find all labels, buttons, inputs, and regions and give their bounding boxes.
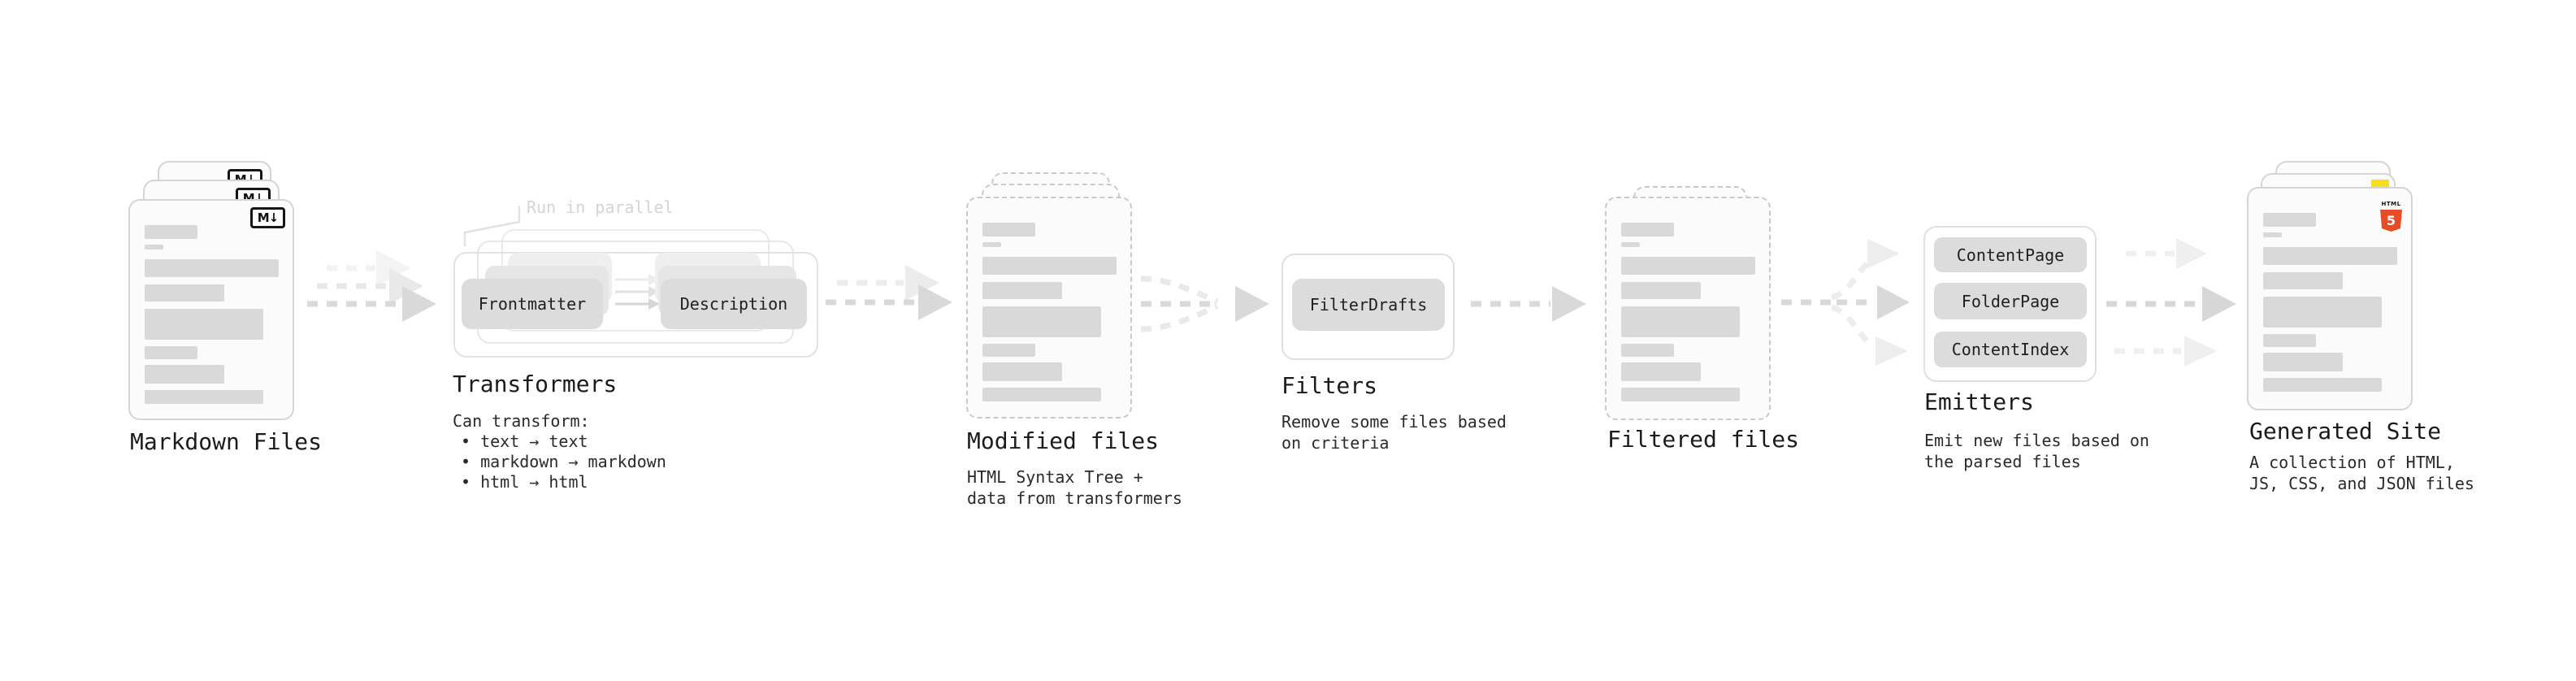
stage-label-markdown-files: Markdown Files bbox=[130, 428, 323, 455]
contentindex-button: ContentIndex bbox=[1934, 332, 2087, 367]
generated-html-file-card: HTML 5 bbox=[2247, 187, 2413, 410]
contentpage-button: ContentPage bbox=[1934, 237, 2087, 272]
skeleton-bar bbox=[1621, 257, 1755, 275]
filterdrafts-button: FilterDrafts bbox=[1292, 279, 1445, 331]
skeleton-bar bbox=[982, 242, 1001, 247]
arrow-filters-to-filtered bbox=[1471, 286, 1586, 322]
caption-bullet: html → html bbox=[453, 472, 666, 492]
skeleton-bar bbox=[145, 245, 163, 249]
skeleton-bar bbox=[2263, 247, 2397, 265]
modified-files-caption: HTML Syntax Tree + data from transformer… bbox=[967, 467, 1182, 508]
filters-caption: Remove some files based on criteria bbox=[1281, 412, 1507, 453]
filtered-file-card-front bbox=[1605, 197, 1771, 420]
stage-label-emitters: Emitters bbox=[1924, 388, 2034, 415]
skeleton-bar bbox=[1621, 388, 1740, 401]
skeleton-bar bbox=[1621, 223, 1674, 236]
arrow-modified-to-filters bbox=[1140, 275, 1269, 332]
skeleton-bar bbox=[145, 346, 197, 359]
skeleton-bar bbox=[1621, 362, 1701, 381]
modified-file-card-front bbox=[966, 197, 1132, 419]
html5-icon: HTML 5 bbox=[2380, 193, 2402, 232]
skeleton-bar bbox=[1621, 282, 1701, 299]
transformer-box-front bbox=[453, 252, 818, 358]
parallel-mini-arrows bbox=[615, 274, 660, 310]
arrow-filtered-to-emitters bbox=[1781, 239, 1910, 366]
frontmatter-button: Frontmatter bbox=[462, 279, 603, 329]
html5-icon-shield: 5 bbox=[2380, 210, 2402, 232]
caption-bullet: text → text bbox=[453, 432, 666, 452]
skeleton-bar bbox=[982, 282, 1062, 299]
caption-line: Can transform: bbox=[453, 411, 590, 431]
skeleton-bar bbox=[982, 306, 1101, 337]
stage-label-filtered-files: Filtered files bbox=[1607, 426, 1800, 453]
skeleton-bar bbox=[982, 257, 1117, 275]
skeleton-bar bbox=[2263, 232, 2282, 237]
skeleton-bar bbox=[145, 390, 263, 404]
skeleton-bar bbox=[2263, 334, 2316, 347]
skeleton-bar bbox=[2263, 272, 2343, 289]
markdown-file-card-front: M↓ bbox=[128, 199, 294, 420]
skeleton-bar bbox=[1621, 344, 1674, 357]
skeleton-bar bbox=[145, 259, 279, 277]
arrow-transformers-to-modified bbox=[826, 265, 952, 320]
skeleton-bar bbox=[2263, 378, 2382, 392]
skeleton-bar bbox=[1621, 306, 1740, 337]
stage-label-transformers: Transformers bbox=[453, 371, 618, 397]
annotation-callout-line bbox=[463, 206, 521, 246]
arrow-emitters-to-generated bbox=[2106, 238, 2236, 367]
skeleton-bar bbox=[145, 365, 224, 384]
folderpage-button: FolderPage bbox=[1934, 283, 2087, 319]
skeleton-bar bbox=[982, 362, 1062, 381]
stage-label-generated-site: Generated Site bbox=[2249, 418, 2442, 445]
skeleton-bar bbox=[2263, 353, 2343, 371]
html5-icon-label: HTML bbox=[2381, 201, 2401, 207]
skeleton-bar bbox=[982, 388, 1101, 401]
skeleton-bar bbox=[982, 344, 1035, 357]
stage-label-modified-files: Modified files bbox=[967, 427, 1160, 454]
stage-label-filters: Filters bbox=[1281, 372, 1378, 399]
arrow-markdown-to-transformers bbox=[307, 250, 436, 322]
caption-bullet: markdown → markdown bbox=[453, 452, 666, 472]
skeleton-bar bbox=[145, 309, 263, 340]
skeleton-bar bbox=[982, 223, 1035, 236]
skeleton-bar bbox=[145, 225, 197, 239]
description-button: Description bbox=[661, 279, 807, 329]
run-in-parallel-annotation: Run in parallel bbox=[527, 197, 674, 217]
skeleton-bar bbox=[2263, 213, 2316, 227]
skeleton-bar bbox=[145, 284, 224, 301]
skeleton-bar bbox=[2263, 297, 2382, 327]
skeleton-bar bbox=[1621, 242, 1640, 247]
generated-site-caption: A collection of HTML, JS, CSS, and JSON … bbox=[2249, 453, 2474, 493]
emitters-caption: Emit new files based on the parsed files bbox=[1924, 431, 2149, 471]
transformers-caption: Can transform: text → text markdown → ma… bbox=[453, 411, 666, 492]
markdown-icon: M↓ bbox=[250, 207, 285, 228]
